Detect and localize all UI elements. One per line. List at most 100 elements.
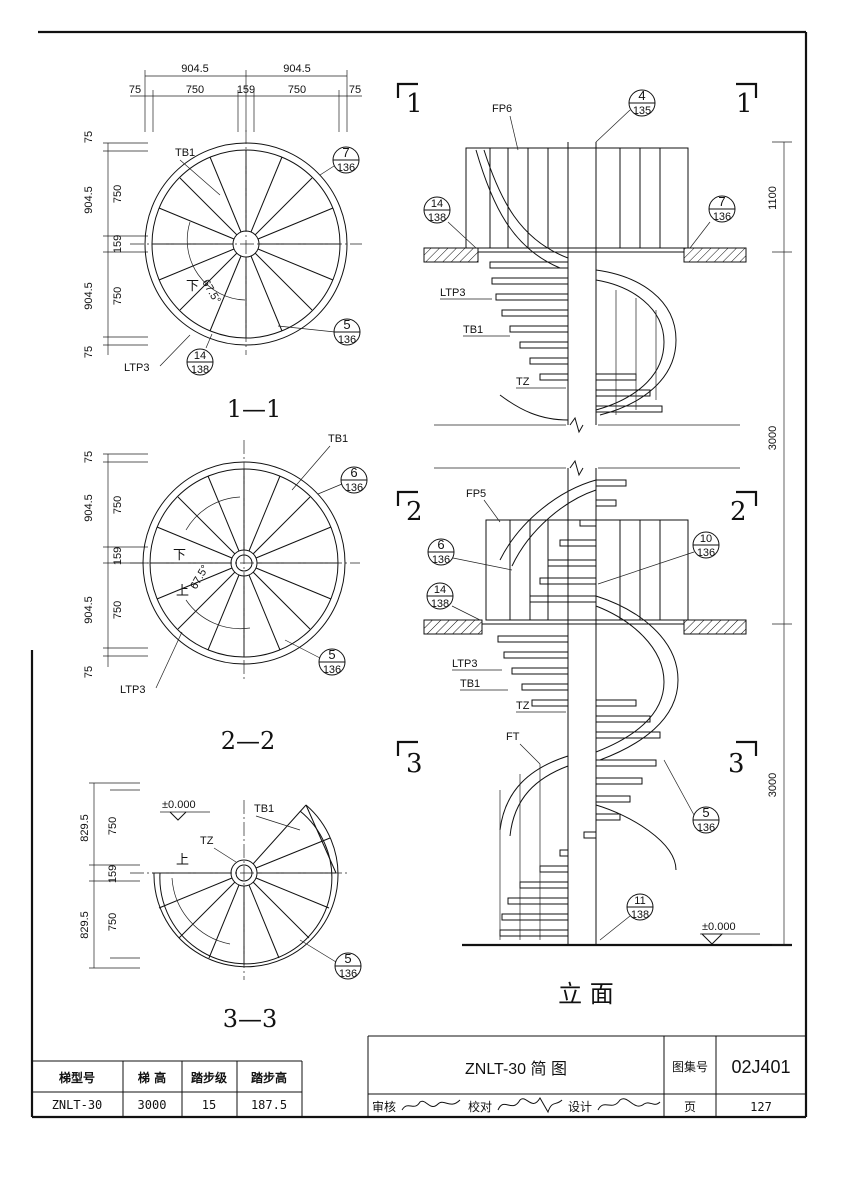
svg-text:11: 11 — [634, 895, 645, 907]
dim-left-75-a: 75 — [83, 131, 95, 143]
caption-elevation: 立 面 — [558, 980, 614, 1008]
dim-left-904-b: 904.5 — [83, 282, 95, 310]
callout-10-136-elev: 10 136 — [597, 531, 720, 585]
design-signature — [597, 1098, 661, 1111]
svg-text:136: 136 — [339, 968, 357, 980]
label-ltp3-p2: LTP3 — [120, 684, 145, 696]
review-label: 审核 — [372, 1099, 396, 1114]
label-up-p2: 上 — [176, 583, 189, 598]
svg-text:138: 138 — [191, 364, 209, 376]
elev-dim-chain — [772, 141, 792, 946]
label-fp5: FP5 — [466, 488, 486, 500]
elev-dim-3000-a: 3000 — [767, 426, 779, 450]
dim-left-750-a: 750 — [112, 185, 124, 203]
callout-14-138-elev-a: 14 138 — [423, 196, 477, 249]
label-ft: FT — [506, 731, 520, 743]
atlas-label: 图集号 — [672, 1059, 708, 1074]
label-up-p3: 上 — [176, 852, 189, 867]
slab-upper-right — [683, 247, 747, 263]
dim-750-b: 750 — [288, 84, 306, 96]
svg-text:4: 4 — [638, 88, 645, 103]
callout-5-136-p2: 5 136 — [284, 639, 346, 676]
label-level-elev: ±0.000 — [702, 921, 736, 933]
title-block: ZNLT-30 简 图 图集号 02J401 审核 校对 设计 页 127 — [367, 1035, 806, 1117]
svg-text:136: 136 — [432, 554, 450, 566]
dim-750-a: 750 — [186, 84, 204, 96]
label-tz-lower: TZ — [516, 700, 530, 712]
section-mark-3-left: 3 — [406, 749, 423, 779]
spec-cell-model: ZNLT-30 — [52, 1098, 103, 1112]
dim3-750-b: 750 — [107, 913, 119, 931]
spec-header-rise: 踏步高 — [251, 1070, 287, 1085]
callout-11-138-elev: 11 138 — [599, 893, 654, 941]
lower-treads — [499, 759, 657, 937]
spec-cell-height: 3000 — [138, 1098, 167, 1112]
label-level-p3: ±0.000 — [162, 799, 196, 811]
dim2-750-b: 750 — [112, 601, 124, 619]
dim2-904-b: 904.5 — [83, 596, 95, 624]
dim3-829-a: 829.5 — [79, 814, 91, 842]
drawing-title: ZNLT-30 简 图 — [465, 1060, 567, 1078]
caption-1-1: 1—1 — [227, 395, 282, 423]
dim2-75-a: 75 — [83, 451, 95, 463]
dim-left-904-a: 904.5 — [83, 186, 95, 214]
label-tz-upper: TZ — [516, 376, 530, 388]
label-tb1-p1: TB1 — [175, 147, 195, 159]
svg-text:5: 5 — [328, 647, 335, 662]
label-ltp3-p1: LTP3 — [124, 362, 149, 374]
dim-top-right: 904.5 — [283, 63, 311, 75]
check-signature — [497, 1096, 563, 1114]
callout-6-136-elev: 6 136 — [427, 537, 513, 571]
section-mark-2-left: 2 — [406, 497, 423, 527]
label-angle-p2: 67.5° — [188, 563, 211, 591]
label-tb1-p3: TB1 — [254, 803, 274, 815]
dim2-159: 159 — [112, 547, 124, 565]
spec-header-height: 梯 高 — [138, 1070, 166, 1085]
break-line-lower — [569, 459, 584, 477]
middle-helix — [499, 479, 679, 761]
sheet-frame — [30, 30, 808, 1119]
dim-75-b: 75 — [349, 84, 361, 96]
dim3-829-b: 829.5 — [79, 911, 91, 939]
dim-left-159: 159 — [112, 235, 124, 253]
label-tb1-lower: TB1 — [460, 678, 480, 690]
dim-top-left: 904.5 — [181, 63, 209, 75]
caption-2-2: 2—2 — [221, 727, 276, 755]
caption-3-3: 3—3 — [223, 1005, 278, 1033]
svg-text:136: 136 — [337, 162, 355, 174]
upper-guardrail — [465, 147, 689, 249]
break-line-upper — [569, 416, 584, 434]
check-label: 校对 — [468, 1099, 492, 1114]
plan-1-1: 904.5 904.5 75 750 159 750 75 75 904.5 7… — [83, 63, 362, 423]
callout-5-136-p1: 5 136 — [277, 317, 361, 346]
svg-text:6: 6 — [437, 537, 444, 552]
upper-treads — [489, 261, 663, 413]
callout-14-138-elev-b: 14 138 — [426, 582, 481, 621]
svg-text:7: 7 — [718, 194, 725, 209]
slab-upper-left — [423, 247, 479, 263]
section-mark-3-right: 3 — [728, 749, 745, 779]
label-ltp3-lower: LTP3 — [452, 658, 477, 670]
section-mark-2-right: 2 — [730, 497, 747, 527]
callout-7-136-p1: 7 136 — [319, 145, 360, 176]
label-tb1-upper: TB1 — [463, 324, 483, 336]
page-label: 页 — [684, 1100, 696, 1114]
plan-2-2: 75 904.5 750 159 904.5 750 75 TB1 下 上 67… — [83, 433, 368, 755]
svg-text:135: 135 — [633, 105, 651, 117]
dim-left-75-b: 75 — [83, 346, 95, 358]
label-fp6: FP6 — [492, 103, 512, 115]
dim2-904-a: 904.5 — [83, 494, 95, 522]
dim3-750-a: 750 — [107, 817, 119, 835]
section-mark-1-right: 1 — [736, 89, 753, 119]
dim2-75-b: 75 — [83, 666, 95, 678]
svg-text:138: 138 — [431, 598, 449, 610]
callout-5-136-p3: 5 136 — [299, 939, 362, 980]
page-number: 127 — [750, 1100, 772, 1114]
elev-dim-1100: 1100 — [767, 186, 779, 210]
callout-4-135: 4 135 — [595, 88, 656, 143]
callout-6-136-p2: 6 136 — [317, 465, 368, 495]
slab-mid-right — [683, 619, 747, 635]
svg-text:136: 136 — [345, 482, 363, 494]
svg-text:138: 138 — [631, 909, 649, 921]
